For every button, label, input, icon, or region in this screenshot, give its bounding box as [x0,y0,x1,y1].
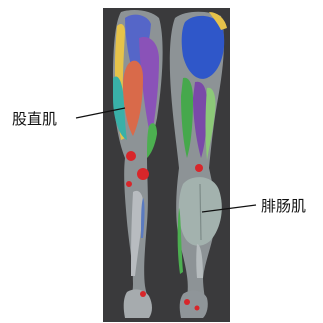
gastrocnemius-label: 腓肠肌 [261,197,306,215]
rectus-femoris-leader-line [76,108,125,118]
rectus-femoris-label: 股直肌 [12,110,57,128]
gastrocnemius-leader-line [202,205,256,212]
